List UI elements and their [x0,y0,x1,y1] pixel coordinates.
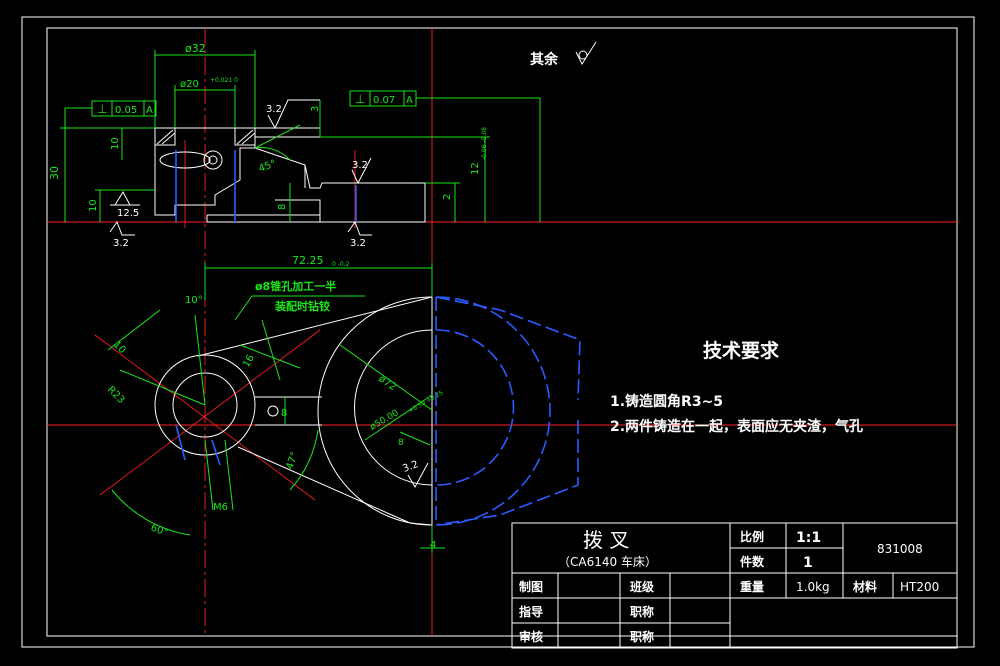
top-view: ø32 ø20 +0.021 0 30 10 10 8 3 2 12 -0.06… [48,42,541,249]
material-label: 材料 [852,579,877,594]
dim-72-25: 72.25 [292,254,324,267]
dim-8: 8 [277,204,288,210]
dim-m6: M6 [213,502,228,513]
front-view: 72.25 0 -0.2 ø8锥孔加工一半 装配时钻铰 10° 10 R23 1… [105,254,581,553]
rough-125: 12.5 [117,208,139,219]
tol-right-symbol: ⊥ [355,92,365,106]
dim-d32: ø32 [185,42,206,55]
weight-label: 重量 [740,579,764,594]
dim-10a: 10 [110,137,121,150]
tech-req-item-1: 1.铸造圆角R3~5 [610,393,723,410]
tol-right-datum: A [406,95,413,106]
angle-10: 10° [185,295,203,306]
dim-d20: ø20 [180,79,199,90]
dim-12: 12 [470,162,481,175]
rough-32b: 3.2 [352,160,368,171]
dim-72-25-tol: 0 -0.2 [332,261,350,268]
qty-value: 1 [803,555,813,571]
review-label: 审核 [519,629,543,644]
dim-10-slant: 10 [111,339,128,356]
title-block: 拨 叉 （CA6140 车床） 比例 1:1 件数 1 831008 重量 1.… [511,522,958,649]
dim-8-front: 8 [281,408,287,419]
rough-32d: 3.2 [350,238,366,249]
note-line-1: ø8锥孔加工一半 [255,279,336,293]
weight-value: 1.0kg [796,580,830,594]
class-label: 班级 [630,579,654,594]
inner-frame [46,27,958,637]
tol-left-datum: A [146,105,153,116]
tol-left-symbol: ⊥ [97,102,107,116]
dim-4: 4 [430,540,436,551]
guide-label: 指导 [519,604,543,619]
remaining-surface-label: 其余 [530,51,559,68]
note-line-2: 装配时钻铰 [274,299,330,313]
title2-label: 职称 [630,629,654,644]
rough-32c: 3.2 [113,238,129,249]
outer-frame [21,16,975,648]
machine-name: （CA6140 车床） [558,554,657,569]
scale-value: 1:1 [796,530,821,546]
material-value: HT200 [900,580,939,594]
part-name: 拨 叉 [583,528,629,552]
dim-3: 3 [310,106,321,112]
tol-right-value: 0.07 [373,95,395,106]
drawing-number: 831008 [877,542,923,556]
dim-10b: 10 [88,199,99,212]
rough-32-front: 3.2 [401,459,420,475]
scale-label: 比例 [740,529,764,544]
dim-d50-tol: +0.50 +0.25 [408,389,445,414]
qty-label: 件数 [740,554,765,569]
technical-requirements: 技术要求 1.铸造圆角R3~5 2.两件铸造在一起，表面应无夹渣，气孔 [610,339,863,435]
dim-30: 30 [48,166,61,180]
dim-8-small: 8 [398,438,404,448]
angle-47: 47° [284,451,300,471]
title1-label: 职称 [630,604,654,619]
dim-12-tol: -0.06 -0.08 [481,127,488,160]
dim-d20-tol: +0.021 0 [210,77,238,84]
tech-req-item-2: 2.两件铸造在一起，表面应无夹渣，气孔 [610,418,863,435]
tech-req-title: 技术要求 [703,339,780,362]
dim-2: 2 [442,194,453,200]
angle-60: 60° [149,522,169,538]
dim-d72: ø72 [376,373,398,393]
dim-d50: ø50.00 [369,408,401,432]
drawn-label: 制图 [519,579,543,594]
remaining-roughness-symbol [575,41,597,66]
dim-16: 16 [241,353,257,370]
angle-45: 45° [257,158,277,174]
dim-r23: R23 [105,384,127,406]
tol-left-value: 0.05 [115,105,137,116]
rough-32a: 3.2 [266,104,282,115]
